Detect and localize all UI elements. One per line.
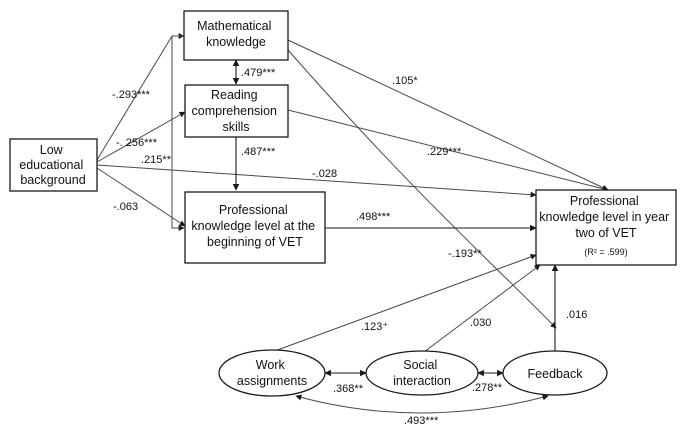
year2-line-1: Professional: [570, 194, 639, 208]
coef-work-feedback: .493***: [404, 415, 439, 427]
coef-math-reading: .479***: [241, 67, 276, 79]
reading-line-1: Reading: [211, 88, 258, 102]
node-feedback: Feedback: [502, 350, 608, 396]
low-ed-line-3: background: [20, 173, 85, 187]
year2-line-2: knowledge level in year: [539, 210, 669, 224]
prof-begin-line-1: Professional: [219, 203, 288, 217]
svg-text:Low educational ba: Low educational background: [19, 143, 86, 187]
coef-work-year2: .123⁺: [361, 321, 388, 333]
social-line-2: interaction: [393, 374, 451, 388]
node-professional-knowledge-beginning: Professional knowledge level at the begi…: [184, 191, 326, 264]
edge-math-year2: [287, 39, 609, 191]
coef-math-prof-begin: .215**: [141, 154, 172, 166]
work-line-2: assignments: [237, 374, 307, 388]
svg-text:Mathematical knowledge: Mathematical knowledge: [197, 19, 275, 49]
coef-work-social: .368**: [333, 383, 364, 395]
edges: [96, 33, 609, 414]
edge-work-feedback: [295, 394, 549, 414]
edge-math-prof-begin: [171, 35, 185, 231]
svg-text:Social interaction: Social interaction: [393, 358, 451, 388]
node-professional-knowledge-year-two: Professional knowledge level in year two…: [535, 189, 677, 266]
svg-text:Professional knowledge l: Professional knowledge level at the begi…: [191, 203, 318, 249]
coefficient-labels: -.293*** -. 256*** -.063 -.028 .479*** .…: [112, 67, 587, 427]
svg-text:Professional knowledge l: Professional knowledge level in year two…: [539, 194, 672, 240]
coef-prof-begin-year2: .498***: [356, 211, 391, 223]
prof-begin-line-3: beginning of VET: [207, 235, 303, 249]
work-line-1: Work: [256, 358, 286, 372]
edge-low-prof-begin: [96, 167, 186, 227]
node-reading-comprehension: Reading comprehension skills: [184, 84, 289, 138]
edge-low-reading: [96, 111, 186, 163]
social-line-1: Social: [403, 358, 437, 372]
math-line-2: knowledge: [206, 35, 266, 49]
edge-social-year2: [423, 264, 541, 353]
node-social-interaction: Social interaction: [365, 350, 479, 396]
edge-low-year2: [96, 164, 537, 198]
edge-work-year2: [271, 254, 537, 353]
reading-line-3: skills: [222, 120, 249, 134]
node-mathematical-knowledge: Mathematical knowledge: [183, 10, 289, 61]
coef-math-year2: .105*: [392, 75, 418, 87]
feedback-line-1: Feedback: [528, 367, 584, 381]
coef-low-reading: -. 256***: [116, 137, 158, 149]
node-low-educational-background: Low educational background: [9, 138, 98, 192]
year2-line-3: two of VET: [575, 226, 636, 240]
coef-low-math: -.293***: [112, 89, 151, 101]
svg-text:Reading comprehension: Reading comprehension skills: [192, 88, 281, 134]
edge-reading-year2: [287, 109, 609, 192]
coef-low-year2: -.028: [312, 168, 337, 180]
coef-low-prof-begin: -.063: [113, 201, 138, 213]
year2-r-squared: (R² = .599): [584, 247, 627, 257]
coef-social-feedback: .278**: [472, 382, 503, 394]
edge-math-feedback: [287, 49, 557, 329]
svg-text:Work assignments: Work assignments: [237, 358, 307, 388]
coef-math-feedback: -.193**: [448, 248, 482, 260]
low-ed-line-1: Low: [40, 143, 64, 157]
coef-social-year2: .030: [470, 317, 491, 329]
coef-reading-year2: .229***: [427, 146, 462, 158]
prof-begin-line-2: knowledge level at the: [191, 219, 315, 233]
coef-feedback-year2: .016: [566, 309, 587, 321]
coef-reading-prof-begin: .487***: [241, 146, 276, 158]
low-ed-line-2: educational: [19, 158, 83, 172]
reading-line-2: comprehension: [192, 104, 278, 118]
math-line-1: Mathematical: [197, 19, 271, 33]
node-work-assignments: Work assignments: [218, 349, 326, 397]
